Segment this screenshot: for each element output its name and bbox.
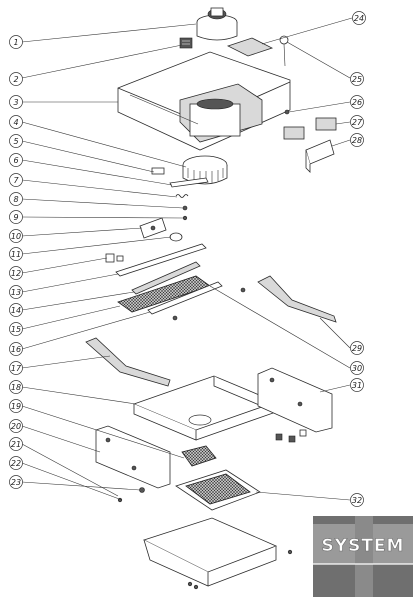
part-side-panel-31 [257, 367, 333, 433]
part-lower-filter [175, 469, 261, 511]
svg-text:17: 17 [11, 364, 22, 373]
callout-29: 29 [350, 341, 364, 355]
part-knob [169, 232, 183, 242]
svg-text:10: 10 [11, 232, 21, 241]
svg-text:30: 30 [352, 364, 362, 373]
svg-text:28: 28 [352, 136, 362, 145]
part-lamp-cover [147, 281, 223, 321]
part-spring [175, 194, 189, 198]
svg-text:27: 27 [352, 118, 363, 127]
callout-5: 5 [9, 134, 23, 148]
svg-text:29: 29 [352, 344, 362, 353]
svg-text:5: 5 [13, 137, 18, 146]
part-switch-panel [179, 37, 193, 49]
svg-text:11: 11 [11, 250, 21, 259]
part-base-tray [142, 517, 293, 590]
svg-text:13: 13 [11, 288, 21, 297]
svg-text:9: 9 [13, 213, 18, 222]
part-lamp-tube [131, 261, 201, 295]
callout-18: 18 [9, 380, 23, 394]
callout-2: 2 [9, 72, 23, 86]
svg-text:2: 2 [13, 75, 18, 84]
part-fan-wheel [182, 155, 228, 185]
svg-text:1: 1 [13, 38, 18, 47]
svg-text:14: 14 [11, 306, 21, 315]
svg-text:19: 19 [11, 402, 21, 411]
part-side-panel-20 [95, 425, 171, 489]
svg-text:22: 22 [11, 459, 21, 468]
callout-32: 32 [350, 493, 364, 507]
callout-12: 12 [9, 266, 23, 280]
part-grill-filter [181, 445, 217, 467]
callout-21: 21 [9, 437, 23, 451]
part-nut-9 [182, 215, 188, 221]
callout-10: 10 [9, 229, 23, 243]
part-filter-cover-plate [226, 37, 274, 57]
svg-text:3: 3 [13, 98, 18, 107]
callout-9: 9 [9, 210, 23, 224]
callout-4: 4 [9, 115, 23, 129]
leader-lines [21, 17, 353, 501]
callout-27: 27 [350, 115, 364, 129]
svg-text:26: 26 [352, 98, 362, 107]
callout-31: 31 [350, 378, 364, 392]
callout-22: 22 [9, 456, 23, 470]
svg-text:7: 7 [13, 176, 19, 185]
svg-text:21: 21 [11, 440, 21, 449]
part-thermostat-probe [279, 35, 289, 67]
callout-3: 3 [9, 95, 23, 109]
svg-text:12: 12 [11, 269, 21, 278]
callout-30: 30 [350, 361, 364, 375]
svg-text:25: 25 [352, 75, 362, 84]
callout-8: 8 [9, 192, 23, 206]
part-mounting-strip [169, 177, 209, 188]
part-side-profile-17 [85, 337, 171, 387]
callout-25: 25 [350, 72, 364, 86]
svg-text:32: 32 [352, 496, 362, 505]
logo-text: SYSTEM [321, 536, 405, 557]
svg-text:6: 6 [13, 156, 18, 165]
callout-13: 13 [9, 285, 23, 299]
callout-19: 19 [9, 399, 23, 413]
callout-28: 28 [350, 133, 364, 147]
callout-6: 6 [9, 153, 23, 167]
svg-text:18: 18 [11, 383, 21, 392]
callout-14: 14 [9, 303, 23, 317]
part-bottom-frame [132, 375, 278, 441]
part-fixing-screws [117, 487, 145, 503]
part-nut-8 [182, 205, 188, 211]
callout-15: 15 [9, 322, 23, 336]
part-motor-bracket [139, 217, 167, 239]
system-logo: SYSTEM [313, 516, 413, 597]
svg-text:16: 16 [11, 345, 21, 354]
svg-text:23: 23 [11, 478, 21, 487]
svg-text:4: 4 [13, 118, 18, 127]
callout-23: 23 [9, 475, 23, 489]
part-exhaust-collar [196, 7, 238, 41]
part-bracket-27 [283, 117, 337, 140]
part-screw-26 [284, 109, 290, 115]
callout-11: 11 [9, 247, 23, 261]
svg-text:8: 8 [13, 195, 18, 204]
callout-1: 1 [9, 35, 23, 49]
callout-16: 16 [9, 342, 23, 356]
part-lamp-rail [115, 243, 207, 277]
part-capacitor [151, 167, 165, 175]
part-bracket-28 [305, 139, 335, 173]
part-hood-housing [117, 51, 291, 151]
callout-20: 20 [9, 419, 23, 433]
part-small-fittings [275, 429, 307, 443]
callout-17: 17 [9, 361, 23, 375]
svg-text:31: 31 [352, 381, 362, 390]
svg-text:24: 24 [354, 14, 364, 23]
logo-mark [313, 516, 413, 597]
callout-24: 24 [352, 11, 366, 25]
part-side-profile-29 [240, 275, 337, 323]
svg-text:20: 20 [11, 422, 21, 431]
svg-text:15: 15 [11, 325, 21, 334]
callout-7: 7 [9, 173, 23, 187]
part-connector [105, 253, 124, 263]
callout-26: 26 [350, 95, 364, 109]
